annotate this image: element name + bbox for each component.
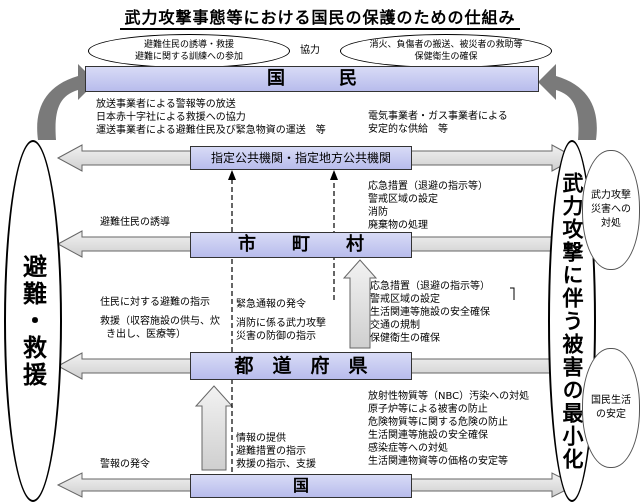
nation-mid-items: 情報の提供 避難措置の指示 救援の指示、支援 [236,432,316,471]
municipal-right-item: 消防 [368,207,388,218]
prefecture-left-item: 住民に対する避難の指示 [100,297,210,308]
nation-mid-item: 救援の指示、支援 [236,459,316,470]
up-arrow-nation-to-prefecture-icon [194,385,234,471]
utility-items: 電気事業者・ガス事業者による 安定的な供給 等 [368,110,508,136]
dashed-arrowhead-left-icon [228,170,236,180]
band-prefecture-label: 都 道 府 県 [234,355,368,377]
right-cloud-top-line: 災害への [591,204,631,215]
prefecture-right-item: 応急措置（退避の指示等） [370,281,490,292]
nation-left-text: 警報の発令 [100,459,150,470]
top-left-bubble: 避難住民の誘導・救援 避難に関する訓練への参加 [88,34,290,68]
public-agency-item: 放送事業者による警報等の放送 [96,99,236,110]
diagram-title: 武力攻撃事態等における国民の保護のための仕組み [0,4,640,30]
prefecture-mid-item: 災害の防御の指示 [236,331,316,342]
nation-right-item: 原子炉等による被害の防止 [368,404,488,415]
bracket [510,287,515,300]
public-agency-item: 日本赤十字社による救援への協力 [96,112,246,123]
band-nation: 国 [190,474,412,498]
public-agency-items: 放送事業者による警報等の放送 日本赤十字社による救援への協力 運送事業者による避… [96,98,326,137]
band-prefecture: 都 道 府 県 [190,352,412,380]
top-left-bubble-line-2: 避難に関する訓練への参加 [134,52,243,62]
curved-arrow-right-icon [538,64,597,140]
nation-right-item: 生活関連等施設の安全確保 [368,430,488,441]
prefecture-right-item: 警戒区域の設定 [370,294,440,305]
cooperation-label: 協力 [300,45,320,56]
municipal-left-text: 避難住民の誘導 [100,217,170,228]
diagram-title-text: 武力攻撃事態等における国民の保護のための仕組み [120,8,520,30]
prefecture-left-item: 救援（収容施設の供与、炊 [100,316,220,327]
prefecture-left-items: 住民に対する避難の指示 救援（収容施設の供与、炊 き出し、医療等） [100,296,220,341]
nation-right-item: 放射性物質等（NBC）汚染への対処 [368,391,530,402]
nation-mid-item: 避難措置の指示 [236,446,306,457]
nation-right-item: 危険物質等に関する危険の防止 [368,417,508,428]
prefecture-right-item: 生活関連等施設の安全確保 [370,307,490,318]
band-kokumin: 国 民 [85,66,539,92]
prefecture-right-item: 保健衛生の確保 [370,333,440,344]
prefecture-right-item: 交通の規制 [370,320,420,331]
prefecture-mid-item: 消防に係る武力攻撃 [236,318,326,329]
left-column-label: 避難・救援 [18,253,47,389]
public-agency-item: 運送事業者による避難住民及び緊急物資の運送 等 [96,125,326,136]
curved-arrow-left-icon [37,64,96,140]
prefecture-left-item: き出し、医療等） [106,329,186,340]
nation-right-items: 放射性物質等（NBC）汚染への対処 原子炉等による被害の防止 危険物質等に関する… [368,390,529,468]
top-left-bubble-line-1: 避難住民の誘導・救援 [143,40,234,50]
nation-right-item: 感染症等への対処 [368,443,448,454]
right-cloud-armed-attack: 武力攻撃 災害への 対処 [582,150,640,270]
right-cloud-bottom-line: 国民生活 [591,395,631,406]
band-municipal-label: 市 町 村 [238,234,364,255]
band-nation-label: 国 [292,476,309,495]
right-cloud-top-line: 武力攻撃 [591,190,631,201]
dashed-arrowhead-right-icon [330,170,338,180]
municipal-right-items: 応急措置（退避の指示等） 警戒区域の設定 消防 廃棄物の処理 [368,180,488,232]
top-right-bubble-line-2: 保健衛生の確保 [414,52,478,62]
up-arrow-prefecture-to-municipal-icon [342,259,378,349]
band-public-agency-label: 指定公共機関・指定地方公共機関 [210,151,391,165]
nation-right-item: 生活関連物資等の価格の安定等 [368,456,508,467]
left-column-evacuation-relief: 避難・救援 [4,140,62,502]
utility-item: 電気事業者・ガス事業者による [368,111,508,122]
municipal-right-item: 警戒区域の設定 [368,194,438,205]
right-cloud-top-line: 対処 [601,218,621,229]
municipal-right-item: 応急措置（退避の指示等） [368,181,488,192]
band-kokumin-label: 国 民 [267,68,357,89]
nation-mid-item: 情報の提供 [236,433,286,444]
utility-item: 安定的な供給 等 [368,124,448,135]
band-public-agency: 指定公共機関・指定地方公共機関 [190,146,412,170]
prefecture-mid-items: 緊急通報の発令 消防に係る武力攻撃 災害の防御の指示 [236,298,326,343]
band-municipal: 市 町 村 [190,232,412,258]
right-cloud-bottom-line: の安定 [596,409,626,420]
municipal-right-item: 廃棄物の処理 [368,220,428,231]
top-right-bubble-line-1: 消火、負傷者の搬送、被災者の救助等 [369,40,523,50]
right-column-label: 武力攻撃に伴う被害の最小化 [560,171,584,471]
top-right-bubble: 消火、負傷者の搬送、被災者の救助等 保健衛生の確保 [340,34,552,68]
prefecture-right-items: 応急措置（退避の指示等） 警戒区域の設定 生活関連等施設の安全確保 交通の規制 … [370,280,490,345]
right-cloud-stability: 国民生活 の安定 [582,348,640,468]
prefecture-mid-item: 緊急通報の発令 [236,299,306,310]
